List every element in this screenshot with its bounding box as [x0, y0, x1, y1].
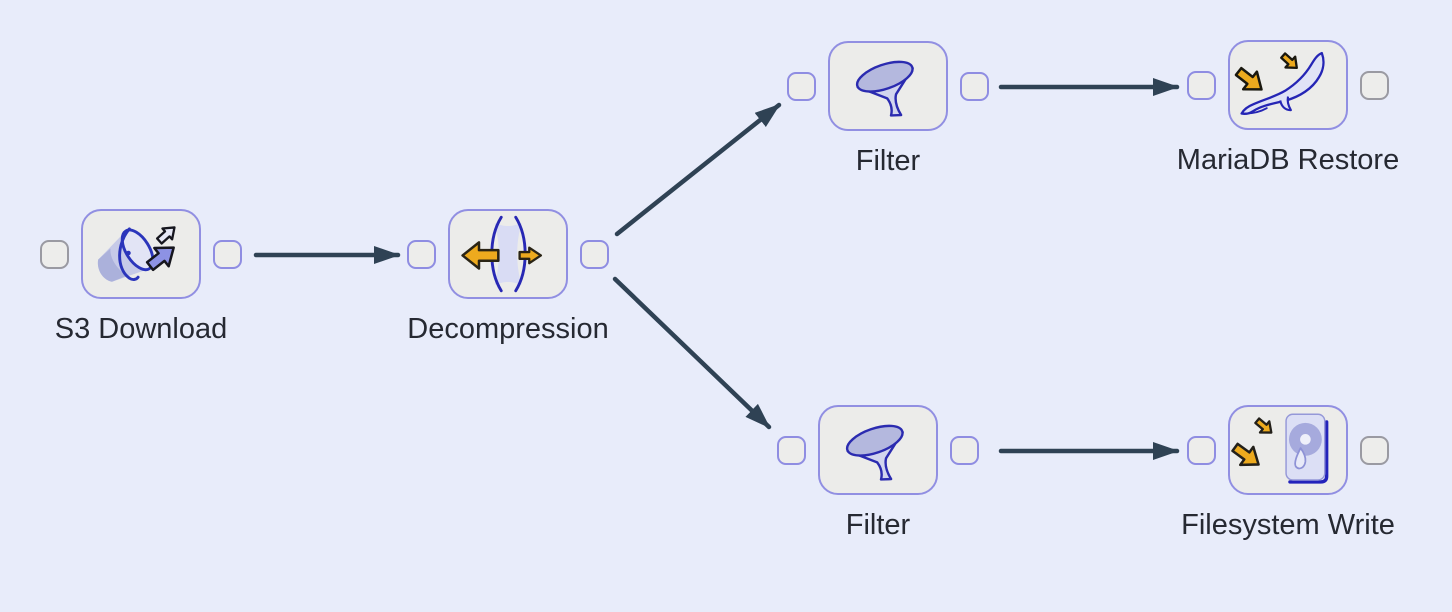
mariadb-restore-output-port[interactable]: [1360, 70, 1389, 100]
node-mariadb-restore[interactable]: MariaDB Restore: [1177, 40, 1399, 176]
decompression-input-port[interactable]: [407, 239, 436, 269]
decompression-icon: [450, 209, 566, 299]
node-filesystem-write[interactable]: Filesystem Write: [1181, 405, 1395, 541]
edge-decompression-to-filter-bottom: [612, 276, 772, 430]
s3-download-label: S3 Download: [54, 313, 228, 345]
mariadb-restore-node-box[interactable]: [1228, 40, 1348, 130]
decompression-label: Decompression: [407, 313, 609, 345]
mariadb-seal-icon: [1230, 40, 1346, 130]
filter-bottom-node-box[interactable]: [818, 405, 938, 495]
node-filter-bottom[interactable]: Filter: [777, 405, 979, 541]
funnel-icon: [830, 41, 946, 131]
filter-top-input-port[interactable]: [787, 71, 816, 101]
filter-bottom-label: Filter: [845, 509, 911, 541]
hard-disk-icon: [1230, 405, 1346, 495]
decompression-node-box[interactable]: [448, 209, 568, 299]
mariadb-restore-label: MariaDB Restore: [1176, 144, 1400, 176]
node-decompression[interactable]: Decompression: [407, 209, 609, 345]
decompression-output-port[interactable]: [580, 239, 609, 269]
mariadb-restore-input-port[interactable]: [1187, 70, 1216, 100]
filter-bottom-input-port[interactable]: [777, 435, 806, 465]
filesystem-write-node-box[interactable]: [1228, 405, 1348, 495]
filter-bottom-output-port[interactable]: [950, 435, 979, 465]
funnel-icon: [820, 405, 936, 495]
s3-bucket-icon: [83, 209, 199, 299]
filter-top-label: Filter: [855, 145, 921, 177]
filter-top-output-port[interactable]: [960, 71, 989, 101]
s3-download-output-port[interactable]: [213, 239, 242, 269]
node-s3-download[interactable]: S3 Download: [40, 209, 242, 345]
edge-decompression-to-filter-top: [614, 102, 782, 237]
s3-download-node-box[interactable]: [81, 209, 201, 299]
filesystem-write-output-port[interactable]: [1360, 435, 1389, 465]
s3-download-input-port[interactable]: [40, 239, 69, 269]
node-filter-top[interactable]: Filter: [787, 41, 989, 177]
filter-top-node-box[interactable]: [828, 41, 948, 131]
filesystem-write-input-port[interactable]: [1187, 435, 1216, 465]
filesystem-write-label: Filesystem Write: [1181, 509, 1395, 541]
